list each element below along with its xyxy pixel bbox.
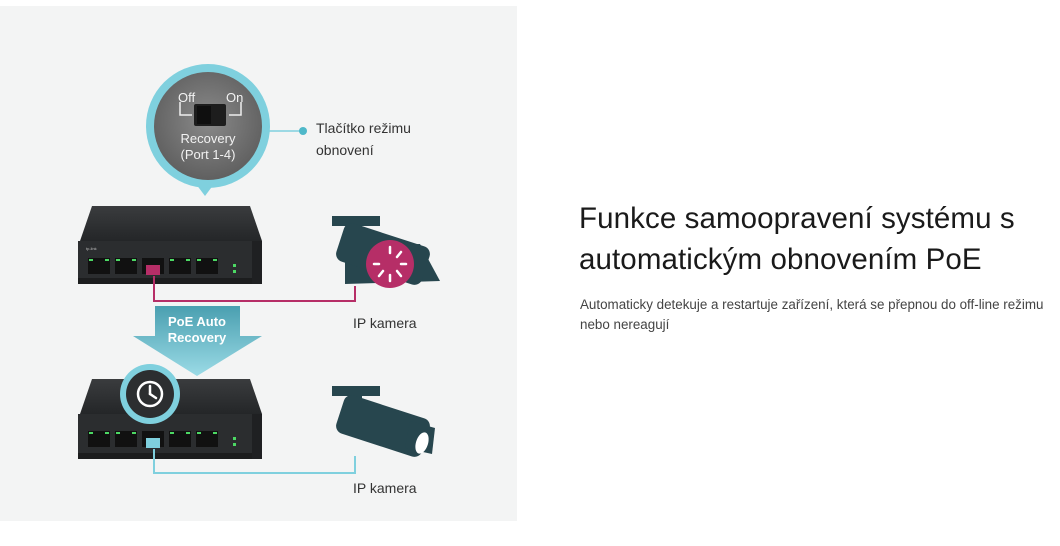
switch-on-label: On — [226, 90, 243, 105]
button-caption-line1: Tlačítko režimu — [316, 120, 411, 136]
arrow-label-line2: Recovery — [168, 330, 227, 345]
switch-off-label: Off — [178, 90, 195, 105]
feature-description: Automaticky detekuje a restartuje zaříze… — [580, 297, 1044, 332]
feature-title: Funkce samoopravení systému s automatick… — [579, 202, 1015, 276]
poe-switch-top: tp-link — [78, 206, 262, 284]
switch-recovery-label: Recovery — [181, 131, 236, 146]
callout-dot-icon — [299, 127, 307, 135]
timer-recovery-icon — [136, 380, 164, 408]
arrow-label-line1: PoE Auto — [168, 314, 226, 329]
camera-label-bottom: IP kamera — [353, 480, 417, 496]
poe-recovery-illustration: Off On Recovery (Port 1-4) Tlačítko reži… — [0, 6, 517, 521]
svg-text:tp-link: tp-link — [86, 246, 97, 251]
zoom-bubble: Off On Recovery (Port 1-4) — [146, 64, 270, 196]
switch-port-label: (Port 1-4) — [181, 147, 236, 162]
camera-label-top: IP kamera — [353, 315, 417, 331]
recovery-switch-bubble — [120, 364, 180, 424]
button-caption-line2: obnovení — [316, 142, 374, 158]
ip-camera-online-icon — [332, 386, 435, 457]
ip-camera-offline-icon — [332, 216, 440, 288]
illustration-graphic: Off On Recovery (Port 1-4) Tlačítko reži… — [78, 64, 440, 496]
recovery-arrow: PoE Auto Recovery — [133, 306, 262, 376]
